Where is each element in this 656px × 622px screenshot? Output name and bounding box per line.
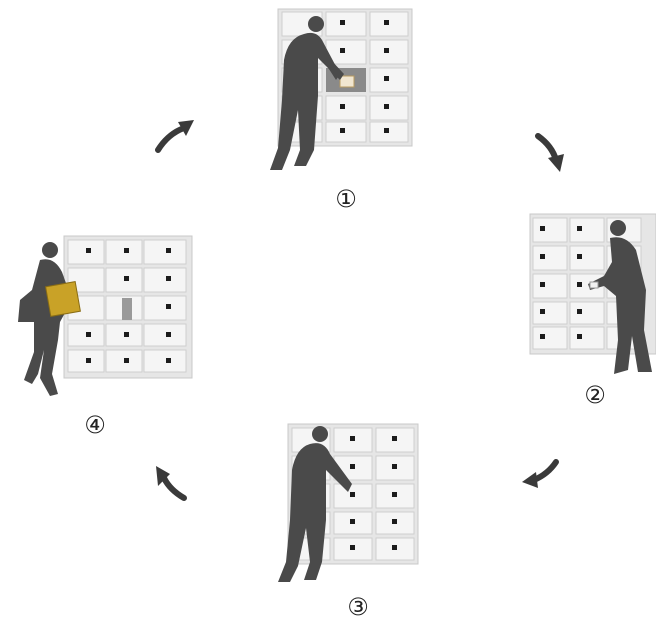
locker-bank-4 [63, 235, 193, 379]
locker-handles-4 [86, 248, 171, 363]
parcel-icon [589, 281, 599, 289]
locker-handles-3 [350, 436, 397, 550]
step-label-2: ② [584, 381, 606, 409]
arrow-head-4-to-1 [178, 120, 194, 136]
arrow-head-1-to-2 [548, 154, 564, 172]
step-4-scene [18, 235, 193, 396]
locker-handles-1 [340, 20, 389, 133]
locker-handles-2 [540, 226, 582, 339]
step-2-scene [529, 213, 656, 374]
arrow-head-3-to-4 [156, 466, 170, 486]
parcel-icon [339, 75, 355, 88]
locker-doors-1 [281, 11, 409, 143]
person-silhouette-icon [588, 220, 652, 374]
step-label-4: ④ [84, 411, 106, 439]
curved-arrow-icon [531, 459, 559, 483]
step-3-scene [278, 423, 419, 582]
step-label-3: ③ [347, 593, 369, 621]
arrow-head-2-to-3 [522, 472, 538, 488]
person-silhouette-icon [270, 16, 344, 170]
curved-arrow-icon [161, 475, 187, 501]
curved-arrow-icon [155, 125, 187, 153]
parcel-icon [45, 281, 81, 317]
step-label-1: ① [335, 185, 357, 213]
curved-arrow-icon [535, 133, 559, 163]
person-silhouette-icon [278, 426, 352, 582]
step-1-scene [270, 8, 413, 170]
